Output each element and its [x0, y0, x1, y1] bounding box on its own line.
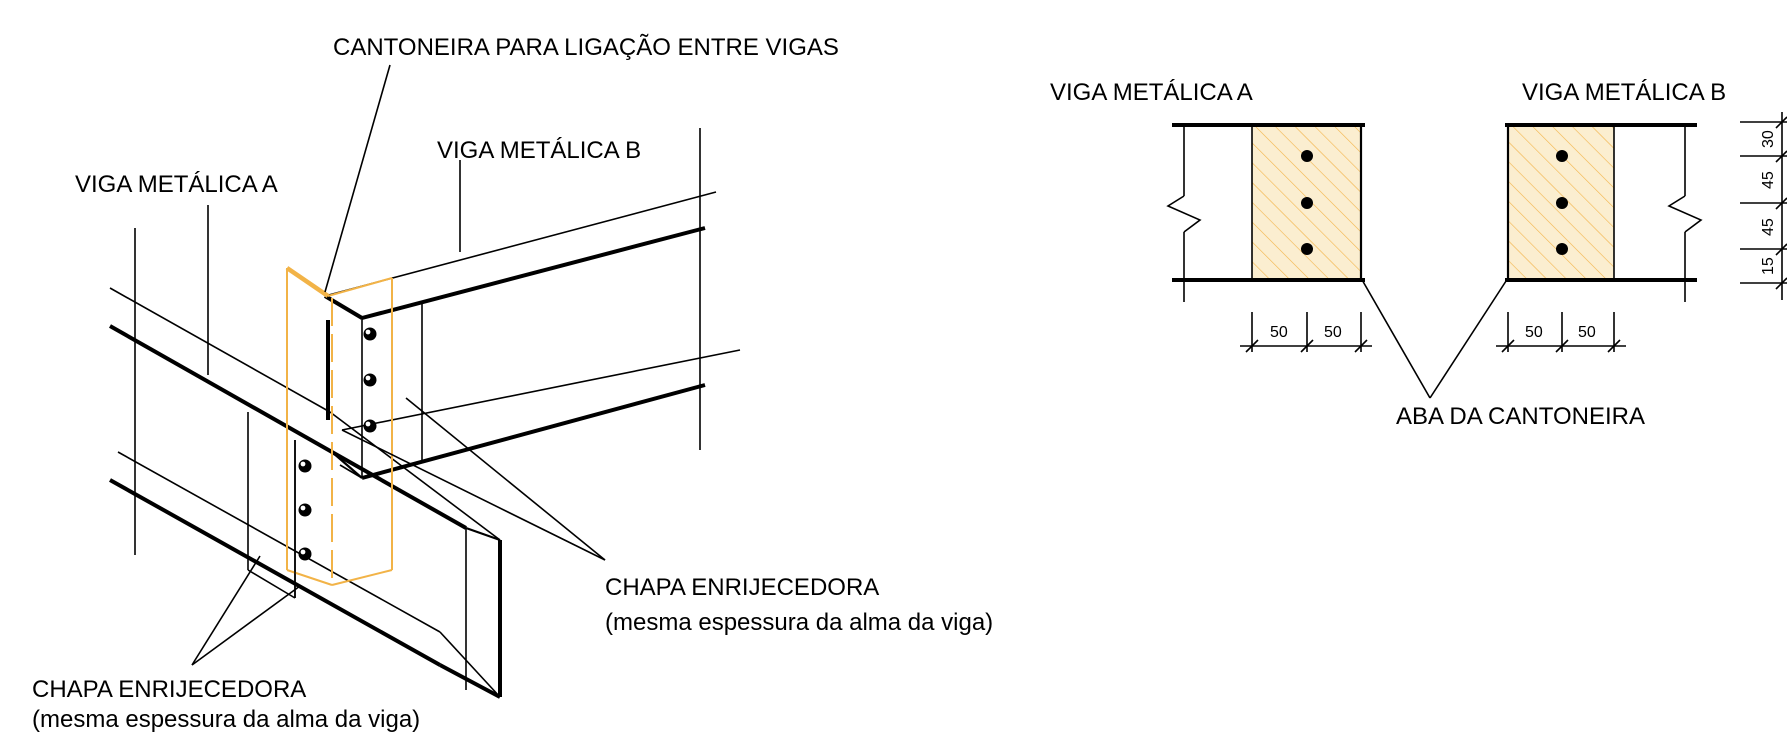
bolt [1301, 197, 1313, 209]
angle-leg-label: ABA DA CANTONEIRA [1396, 403, 1645, 430]
beam-b-section [1505, 123, 1703, 302]
bolt [363, 327, 377, 341]
bolt [1556, 197, 1568, 209]
dim-a-1: 50 [1270, 324, 1288, 341]
bolt [363, 373, 377, 387]
isometric-view: CANTONEIRA PARA LIGAÇÃO ENTRE VIGAS VIGA… [32, 34, 993, 732]
bolt [1301, 150, 1313, 162]
bolt [1301, 243, 1313, 255]
bolt [1556, 150, 1568, 162]
beam-a-section [1166, 123, 1365, 302]
beam-a-iso-label: VIGA METÁLICA A [75, 171, 278, 198]
bolt [298, 503, 312, 517]
bolt [363, 419, 377, 433]
stiffener-right-label-1: CHAPA ENRIJECEDORA [605, 574, 879, 601]
dim-b-2: 50 [1578, 324, 1596, 341]
bolt [298, 459, 312, 473]
dim-a-2: 50 [1324, 324, 1342, 341]
angle-connection-label: CANTONEIRA PARA LIGAÇÃO ENTRE VIGAS [333, 34, 839, 61]
detail-view: ABA DA CANTONEIRA 50 50 50 50 [1050, 79, 1787, 430]
dim-v-2: 45 [1760, 171, 1777, 189]
bolt [1556, 243, 1568, 255]
beam-b-detail-label: VIGA METÁLICA B [1522, 79, 1726, 106]
stiffener-right-label-2: (mesma espessura da alma da viga) [605, 609, 993, 636]
horizontal-dimension-b: 50 50 [1496, 312, 1626, 353]
stiffener-left-label-1: CHAPA ENRIJECEDORA [32, 676, 306, 703]
beam-a-detail-label: VIGA METÁLICA A [1050, 79, 1253, 106]
stiffener-left-label-2: (mesma espessura da alma da viga) [32, 706, 420, 732]
dim-b-1: 50 [1525, 324, 1543, 341]
bolts-iso [298, 327, 377, 561]
beam-b-iso [323, 128, 741, 480]
connection-angle-iso [285, 266, 393, 598]
horizontal-dimension-a: 50 50 [1240, 312, 1372, 353]
dim-v-1: 30 [1760, 130, 1777, 148]
dim-v-3: 45 [1760, 218, 1777, 236]
vertical-dimension: 30 45 45 15 [1740, 112, 1787, 300]
beam-b-iso-label: VIGA METÁLICA B [437, 137, 641, 164]
leader-lines-iso [191, 64, 606, 666]
dim-v-4: 15 [1760, 257, 1777, 275]
bolt [298, 547, 312, 561]
